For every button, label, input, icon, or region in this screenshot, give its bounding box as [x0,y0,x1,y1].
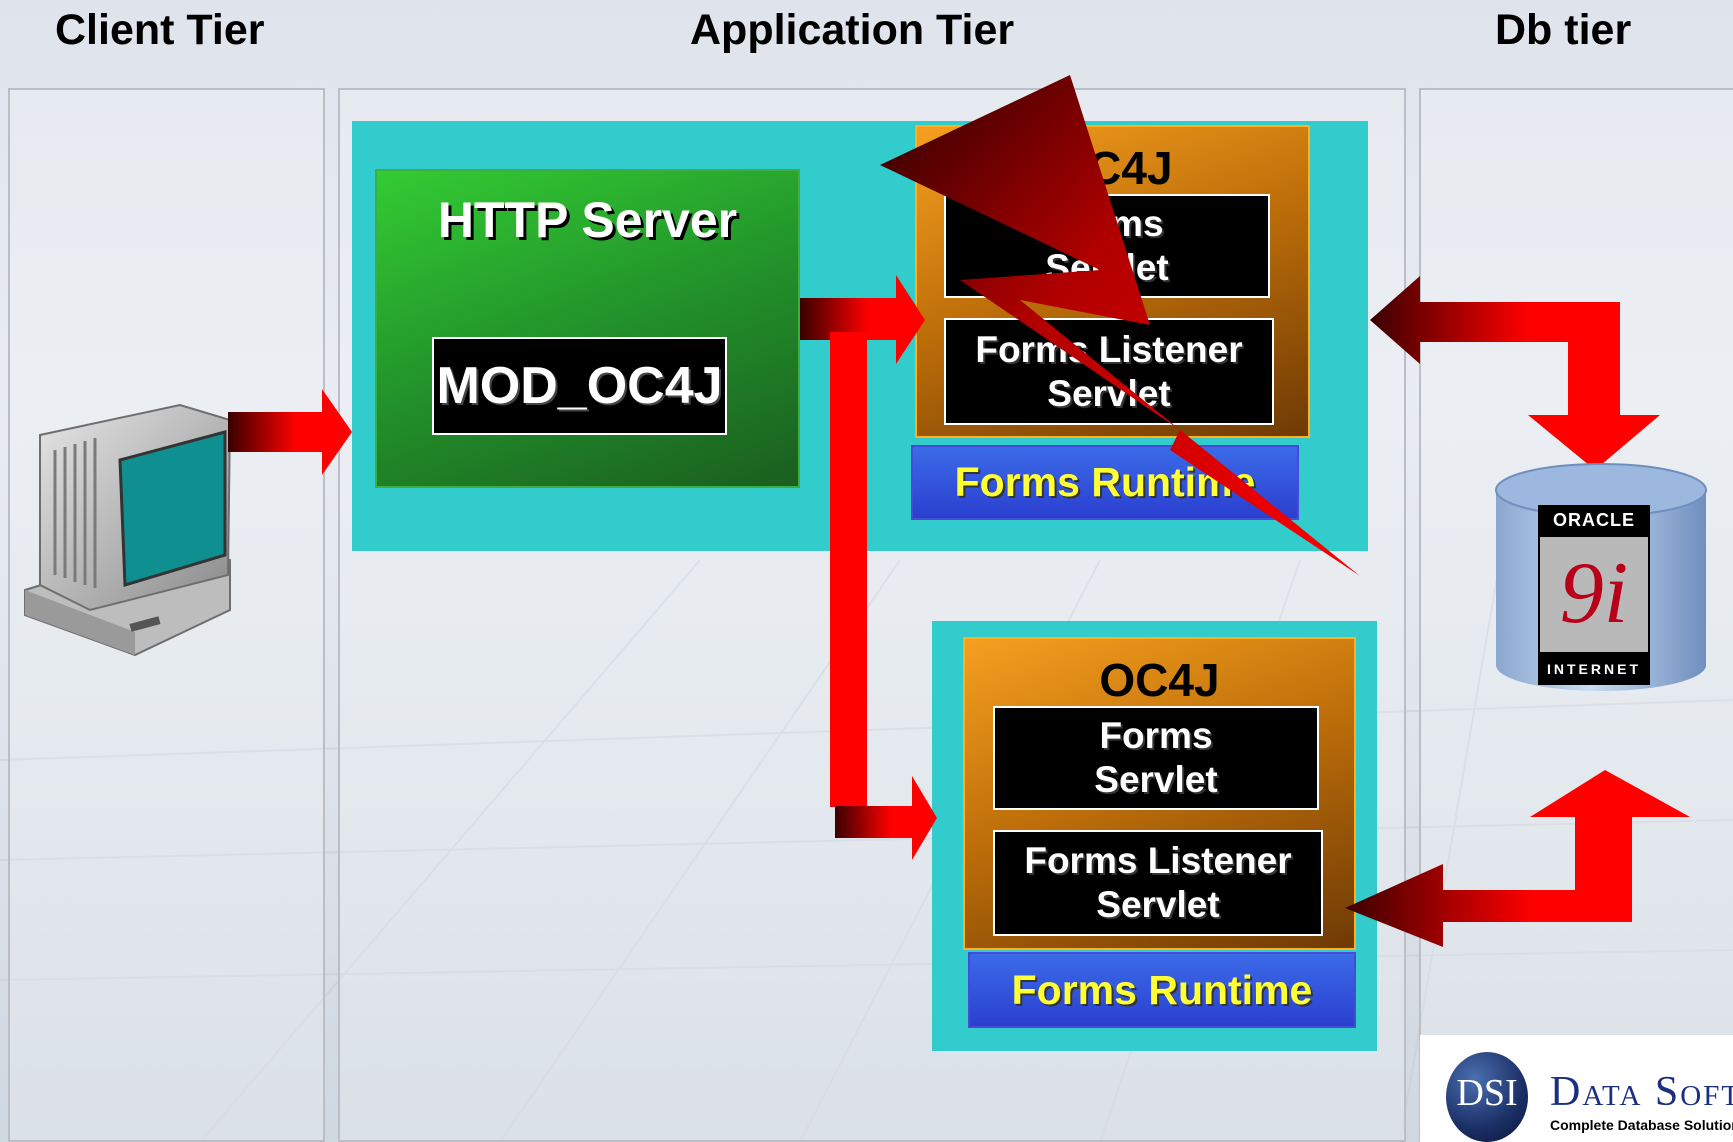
arrow-db-to-oc4j-bottom [1345,770,1690,947]
listener-servlet-line1: Forms Listener [975,328,1243,370]
logo-company-name: Data Softech [1550,1069,1733,1115]
company-logo: DSI Data Softech Complete Database Solut… [1420,1035,1733,1142]
oc4j-bottom-forms-servlet: Forms Servlet [993,706,1319,810]
forms-servlet-line2: Servlet [1094,759,1218,800]
db-tier-title: Db tier [1495,6,1632,54]
http-server-title: HTTP Server [437,192,738,248]
arrow-client-to-http [228,389,352,475]
oc4j-bottom-listener-servlet: Forms Listener Servlet [993,830,1323,936]
arrow-http-to-oc4j-top [800,275,925,364]
http-server-box: HTTP Server MOD_OC4J [375,169,800,488]
application-tier-title: Application Tier [690,6,1015,54]
oracle-database-icon [1495,463,1707,691]
listener-servlet-line2: Servlet [1096,884,1220,925]
forms-runtime-bottom: Forms Runtime [968,952,1356,1028]
arrow-http-to-oc4j-bottom [830,332,937,860]
listener-servlet-line1: Forms Listener [1024,840,1292,881]
oracle-internet-label: INTERNET [1547,661,1641,677]
oracle-brand-label: ORACLE [1553,510,1635,530]
client-tier-title: Client Tier [55,6,265,54]
client-computer-icon [24,403,232,657]
oc4j-top-listener-servlet: Forms Listener Servlet [944,318,1274,425]
failure-lightning-bolt-icon [880,75,1360,576]
logo-circle-icon [1446,1052,1528,1142]
oracle-version-label: 9i [1559,545,1629,642]
arrow-db-to-oc4j-top [1370,276,1660,470]
oc4j-bottom-title: OC4J [1099,654,1220,706]
mod-oc4j-module: MOD_OC4J [432,337,727,435]
logo-initials: DSI [1456,1072,1518,1114]
oc4j-bottom-box: OC4J Forms Servlet Forms Listener Servle… [963,637,1356,950]
logo-tagline: Complete Database Solution [1550,1117,1733,1133]
forms-servlet-line1: Forms [1099,715,1213,756]
